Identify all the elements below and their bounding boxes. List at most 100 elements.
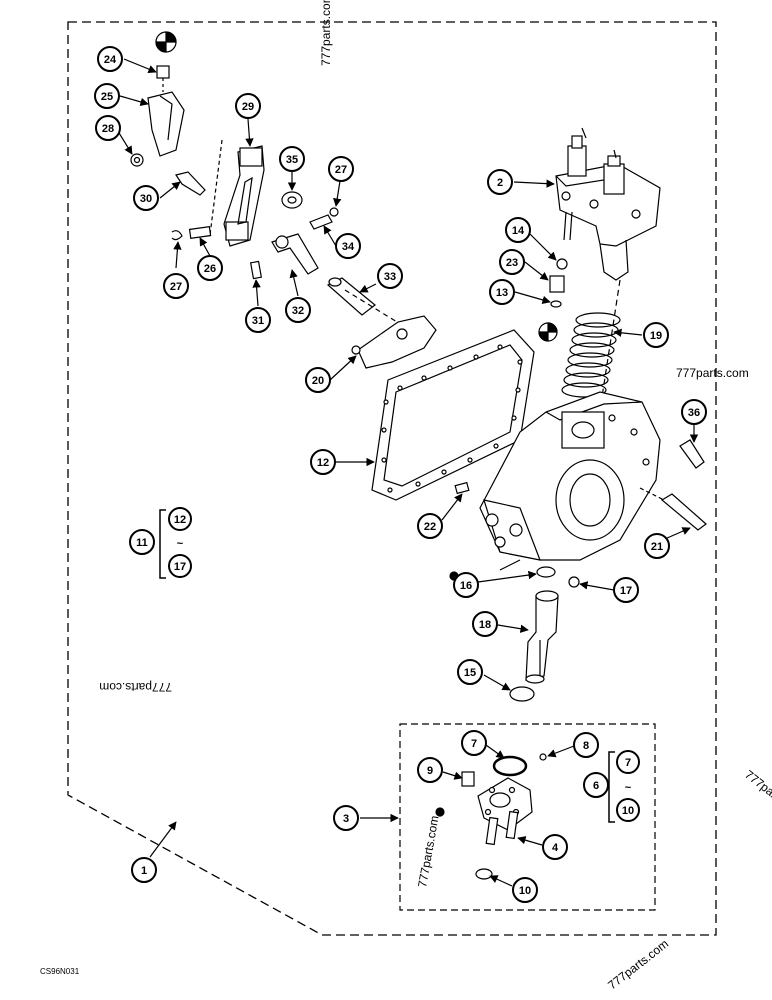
svg-text:22: 22 [424, 521, 436, 533]
svg-text:12: 12 [174, 514, 186, 526]
callout-range-10: 10 [616, 798, 640, 822]
assembly-boundary [67, 21, 717, 936]
callout-3: 3 [333, 805, 359, 831]
svg-text:27: 27 [335, 164, 347, 176]
svg-text:7: 7 [625, 757, 631, 769]
piston [525, 595, 559, 681]
svg-text:19: 19 [650, 330, 662, 342]
range-tilde: ~ [177, 538, 184, 550]
svg-text:21: 21 [651, 541, 663, 553]
range-bracket-6 [608, 751, 615, 823]
subassembly-boundary [399, 723, 656, 911]
callout-36: 36 [681, 399, 707, 425]
watermark-right: 777parts.com [676, 366, 749, 380]
svg-text:26: 26 [204, 263, 216, 275]
svg-text:10: 10 [622, 805, 634, 817]
callout-34: 34 [335, 233, 361, 259]
svg-text:15: 15 [464, 667, 476, 679]
callout-10: 10 [512, 877, 538, 903]
svg-text:6: 6 [593, 780, 599, 792]
svg-text:35: 35 [286, 154, 298, 166]
svg-text:12: 12 [317, 457, 329, 469]
watermark-top: 777parts.com [319, 0, 333, 66]
callout-26: 26 [197, 255, 223, 281]
callout-24: 24 [97, 46, 123, 72]
svg-text:29: 29 [242, 101, 254, 113]
svg-text:11: 11 [136, 537, 148, 549]
callout-11: 11 [129, 529, 155, 555]
callout-18: 18 [472, 611, 498, 637]
svg-text:24: 24 [104, 54, 117, 66]
callout-8: 8 [573, 732, 599, 758]
callout-17: 17 [613, 577, 639, 603]
svg-text:14: 14 [512, 225, 525, 237]
callout-range-17: 17 [168, 554, 192, 578]
callout-2: 2 [487, 169, 513, 195]
callout-32: 32 [285, 297, 311, 323]
svg-text:23: 23 [506, 257, 518, 269]
callout-12: 12 [310, 449, 336, 475]
callout-19: 19 [643, 322, 669, 348]
callout-6: 6 [583, 772, 609, 798]
callout-27-top: 27 [328, 156, 354, 182]
o-ring [492, 755, 528, 777]
callout-35: 35 [279, 146, 305, 172]
callout-15: 15 [457, 659, 483, 685]
callout-33: 33 [377, 263, 403, 289]
svg-text:16: 16 [460, 580, 472, 592]
range-tilde: ~ [625, 782, 632, 794]
svg-text:30: 30 [140, 193, 152, 205]
watermark-inset: 777parts.com [415, 814, 441, 888]
svg-text:31: 31 [252, 315, 264, 327]
callout-13: 13 [489, 279, 515, 305]
svg-text:7: 7 [471, 738, 477, 750]
svg-text:17: 17 [174, 561, 186, 573]
callout-range-7: 7 [616, 750, 640, 774]
svg-text:34: 34 [342, 241, 355, 253]
svg-text:10: 10 [519, 885, 531, 897]
svg-text:1: 1 [141, 865, 147, 877]
svg-text:4: 4 [552, 842, 559, 854]
callout-7: 7 [461, 730, 487, 756]
callout-27-left: 27 [163, 273, 189, 299]
callout-21: 21 [644, 533, 670, 559]
svg-text:3: 3 [343, 813, 349, 825]
callout-28: 28 [95, 115, 121, 141]
svg-text:17: 17 [620, 585, 632, 597]
watermark-edge: 777parts [742, 767, 772, 807]
svg-text:25: 25 [101, 91, 113, 103]
svg-text:28: 28 [102, 123, 114, 135]
leader-lines [115, 58, 699, 887]
svg-text:8: 8 [583, 740, 589, 752]
svg-text:13: 13 [496, 287, 508, 299]
svg-text:2: 2 [497, 177, 503, 189]
svg-text:18: 18 [479, 619, 491, 631]
drawing-code: CS96N031 [40, 967, 80, 976]
part-drawings [130, 31, 707, 880]
watermark-bottom-right: 777parts.com [605, 937, 671, 993]
callout-29: 29 [235, 93, 261, 119]
svg-text:9: 9 [427, 765, 433, 777]
svg-text:32: 32 [292, 305, 304, 317]
range-bracket-11 [159, 509, 166, 579]
callout-14: 14 [505, 217, 531, 243]
callout-31: 31 [245, 307, 271, 333]
callouts: 24 25 28 30 29 35 27 27 26 31 32 34 33 2… [94, 46, 707, 903]
svg-text:33: 33 [384, 271, 396, 283]
svg-text:20: 20 [312, 375, 324, 387]
callout-4: 4 [542, 834, 568, 860]
callout-22: 22 [417, 513, 443, 539]
callout-23: 23 [499, 249, 525, 275]
callout-20: 20 [305, 367, 331, 393]
watermark-mirrored: 777parts.com [99, 680, 172, 694]
callout-9: 9 [417, 757, 443, 783]
callout-30: 30 [133, 185, 159, 211]
svg-text:27: 27 [170, 281, 182, 293]
callout-1: 1 [131, 857, 157, 883]
callout-16: 16 [453, 572, 479, 598]
spring [561, 312, 621, 398]
callout-25: 25 [94, 83, 120, 109]
callout-range-12: 12 [168, 507, 192, 531]
svg-text:36: 36 [688, 407, 700, 419]
